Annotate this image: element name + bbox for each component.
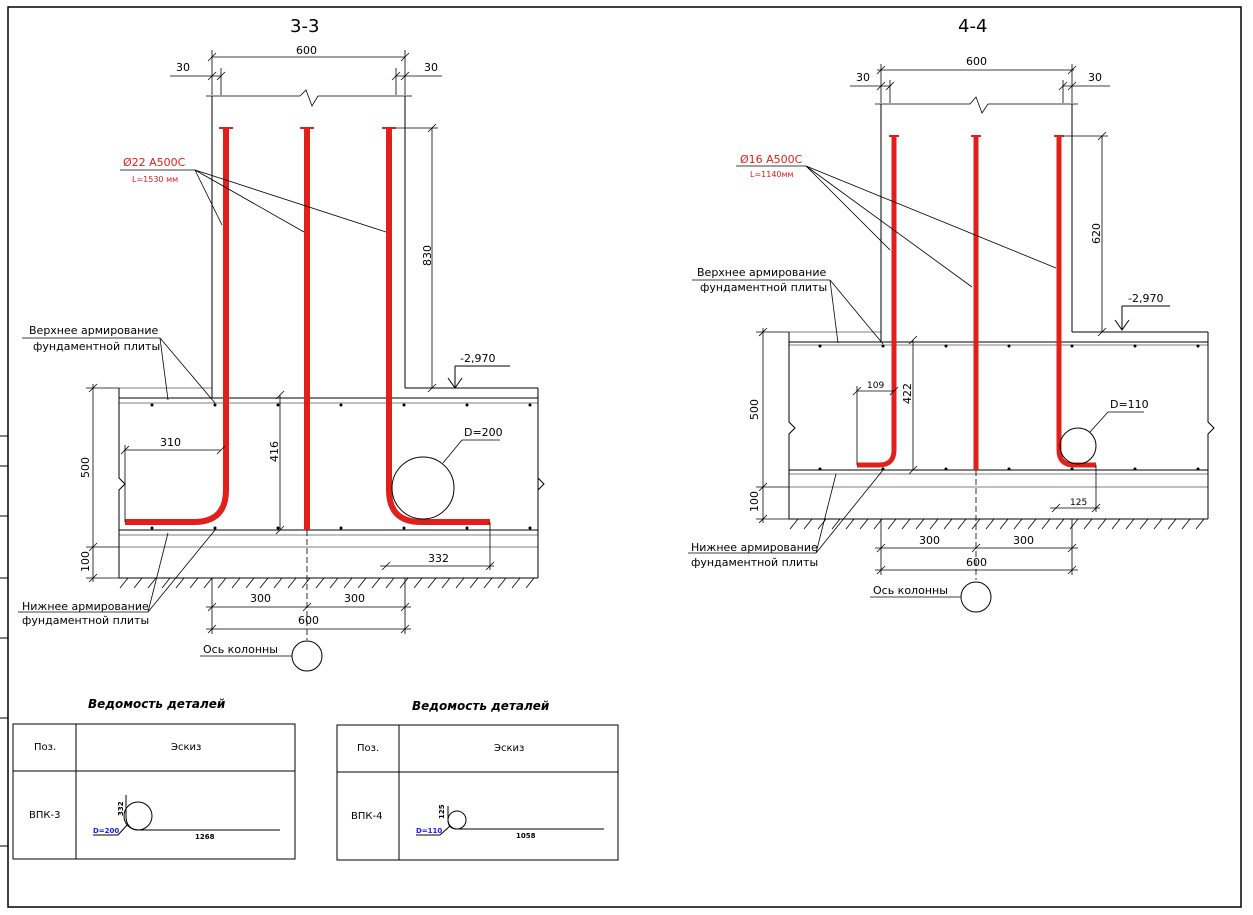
bar-spec-leader-3 <box>120 169 387 233</box>
table-1-row-pos: ВПК-3 <box>29 810 60 821</box>
lower-reinf-4-line1: Нижнее армирование <box>691 541 818 554</box>
column-axis-label-4: Ось колонны <box>873 584 948 597</box>
table-2-sketch <box>416 806 604 836</box>
ground-hatch-4 <box>789 518 1205 530</box>
rebar-bars-4 <box>857 136 1096 470</box>
table-1-col-pos: Поз. <box>34 742 56 753</box>
level-mark-3-text: -2,970 <box>460 352 495 365</box>
upper-rebar-dots-4 <box>818 344 1200 471</box>
section-3-title: 3-3 <box>290 16 319 37</box>
dim-300-right-3: 300 <box>344 592 365 605</box>
dim-top-600: 600 <box>296 44 317 57</box>
diameter-label-4: D=110 <box>1110 398 1149 411</box>
table-2-heading: Ведомость деталей <box>412 699 550 713</box>
dim-100-3: 100 <box>79 551 92 572</box>
dim-109: 109 <box>867 381 884 391</box>
upper-reinf-3-line2: фундаментной плиты <box>33 340 160 353</box>
dim-332: 332 <box>428 552 449 565</box>
dim-500-4: 500 <box>748 399 761 420</box>
column-axis-circle-4 <box>960 581 992 613</box>
ground-hatch <box>119 577 535 589</box>
lower-reinf-leader-3 <box>18 529 216 613</box>
dim-100-4: 100 <box>748 491 761 512</box>
table-2-col-sketch: Эскиз <box>494 743 524 754</box>
table-2-sketch-diameter: D=110 <box>416 827 442 835</box>
dim-300-left-4: 300 <box>919 534 940 547</box>
lower-reinf-leader-4 <box>688 469 884 554</box>
upper-reinf-4-line2: фундаментной плиты <box>700 281 827 294</box>
dim-416: 416 <box>268 441 281 462</box>
table-1-sketch-length: 1268 <box>195 833 215 841</box>
table-1-sketch-diameter: D=200 <box>93 827 119 835</box>
dim-125: 125 <box>1070 498 1087 508</box>
dim-top-30-left: 30 <box>176 61 190 74</box>
dim-600-bottom-3: 600 <box>298 614 319 627</box>
lower-reinf-3-line2: фундаментной плиты <box>22 614 149 627</box>
level-mark-4-text: -2,970 <box>1128 292 1163 305</box>
bend-diameter-circle-3 <box>391 456 455 520</box>
dim-top-30-right: 30 <box>424 61 438 74</box>
level-mark-3 <box>447 365 510 389</box>
dim-top-30-left-4: 30 <box>856 71 870 84</box>
dim-600-bottom-4: 600 <box>966 556 987 569</box>
column-axis-label-3: Ось колонны <box>203 643 278 656</box>
diameter-label-3: D=200 <box>464 426 503 439</box>
bar-spec-3: Ø22 А500С <box>123 156 186 169</box>
level-mark-4 <box>1114 305 1170 331</box>
sheet-frame <box>7 6 1242 908</box>
table-2-sketch-height: 125 <box>438 804 446 819</box>
section-3-3: 3-3 600 30 30 <box>18 16 545 672</box>
dim-620: 620 <box>1090 223 1103 244</box>
table-1-sketch-height: 332 <box>117 801 125 816</box>
dim-310: 310 <box>160 436 181 449</box>
details-table-1: Ведомость деталей Поз. Эскиз ВПК-3 332 D… <box>12 697 296 860</box>
table-1-sketch <box>93 795 280 836</box>
dim-422: 422 <box>901 383 914 404</box>
bar-length-3: L=1530 мм <box>132 175 178 184</box>
dim-top-600-4: 600 <box>966 55 987 68</box>
dim-830: 830 <box>421 245 434 266</box>
rebar-bars-3 <box>125 128 490 530</box>
details-table-2: Ведомость деталей Поз. Эскиз ВПК-4 125 D… <box>336 699 619 861</box>
upper-reinf-4-line1: Верхнее армирование <box>697 266 826 279</box>
bend-diameter-circle-4 <box>1059 427 1097 465</box>
table-2-row-pos: ВПК-4 <box>351 811 382 822</box>
upper-rebar-dots <box>150 403 532 530</box>
bar-spec-4: Ø16 А500С <box>740 153 803 166</box>
dim-300-left-3: 300 <box>250 592 271 605</box>
frame-ticks <box>0 435 8 847</box>
upper-reinf-leader-3 <box>22 337 216 404</box>
lower-reinf-3-line1: Нижнее армирование <box>22 600 149 613</box>
dim-500-3: 500 <box>79 457 92 478</box>
table-1-col-sketch: Эскиз <box>171 742 201 753</box>
table-1-heading: Ведомость деталей <box>88 697 226 711</box>
dim-300-right-4: 300 <box>1013 534 1034 547</box>
table-2-col-pos: Поз. <box>357 743 379 754</box>
bar-spec-leader-4 <box>736 165 1057 288</box>
upper-reinf-leader-4 <box>692 279 884 345</box>
lower-reinf-4-line2: фундаментной плиты <box>691 556 818 569</box>
dim-top-30-right-4: 30 <box>1088 71 1102 84</box>
section-4-title: 4-4 <box>958 16 987 37</box>
column-axis-circle-3 <box>291 640 323 672</box>
section-4-4: 4-4 600 30 30 <box>688 16 1215 613</box>
upper-reinf-3-line1: Верхнее армирование <box>29 324 158 337</box>
table-2-sketch-length: 1058 <box>516 832 536 840</box>
bar-length-4: L=1140мм <box>750 170 794 179</box>
